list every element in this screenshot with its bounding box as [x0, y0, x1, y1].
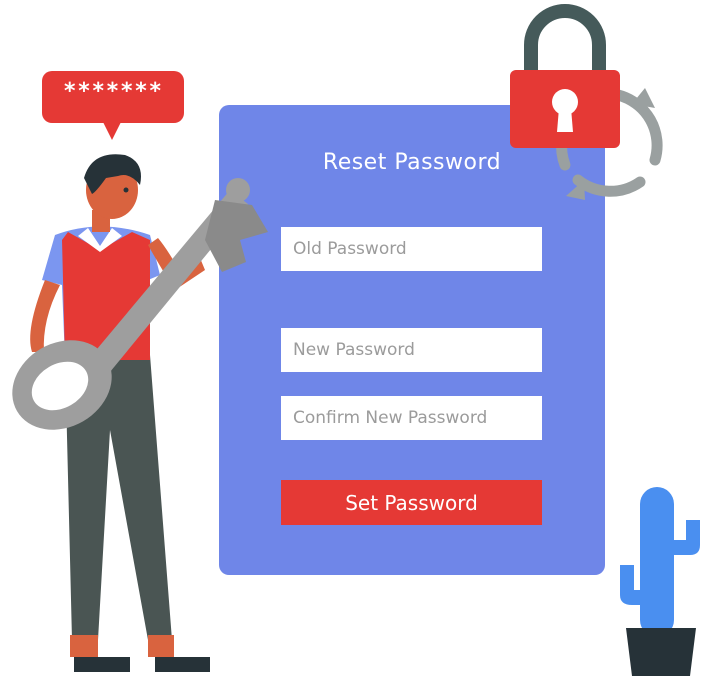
padlock-icon — [510, 4, 620, 148]
page-title: Reset Password — [322, 150, 502, 175]
cactus-icon — [620, 487, 700, 676]
arrow-head — [632, 88, 655, 108]
speech-bubble-icon — [42, 71, 184, 140]
masked-password-text: ******* — [63, 79, 163, 104]
set-password-button[interactable]: Set Password — [281, 480, 542, 525]
key-icon — [12, 178, 268, 430]
new-password-field[interactable] — [281, 328, 542, 372]
old-password-field[interactable] — [281, 227, 542, 271]
arrow-head — [566, 180, 585, 200]
confirm-password-field[interactable] — [281, 396, 542, 440]
